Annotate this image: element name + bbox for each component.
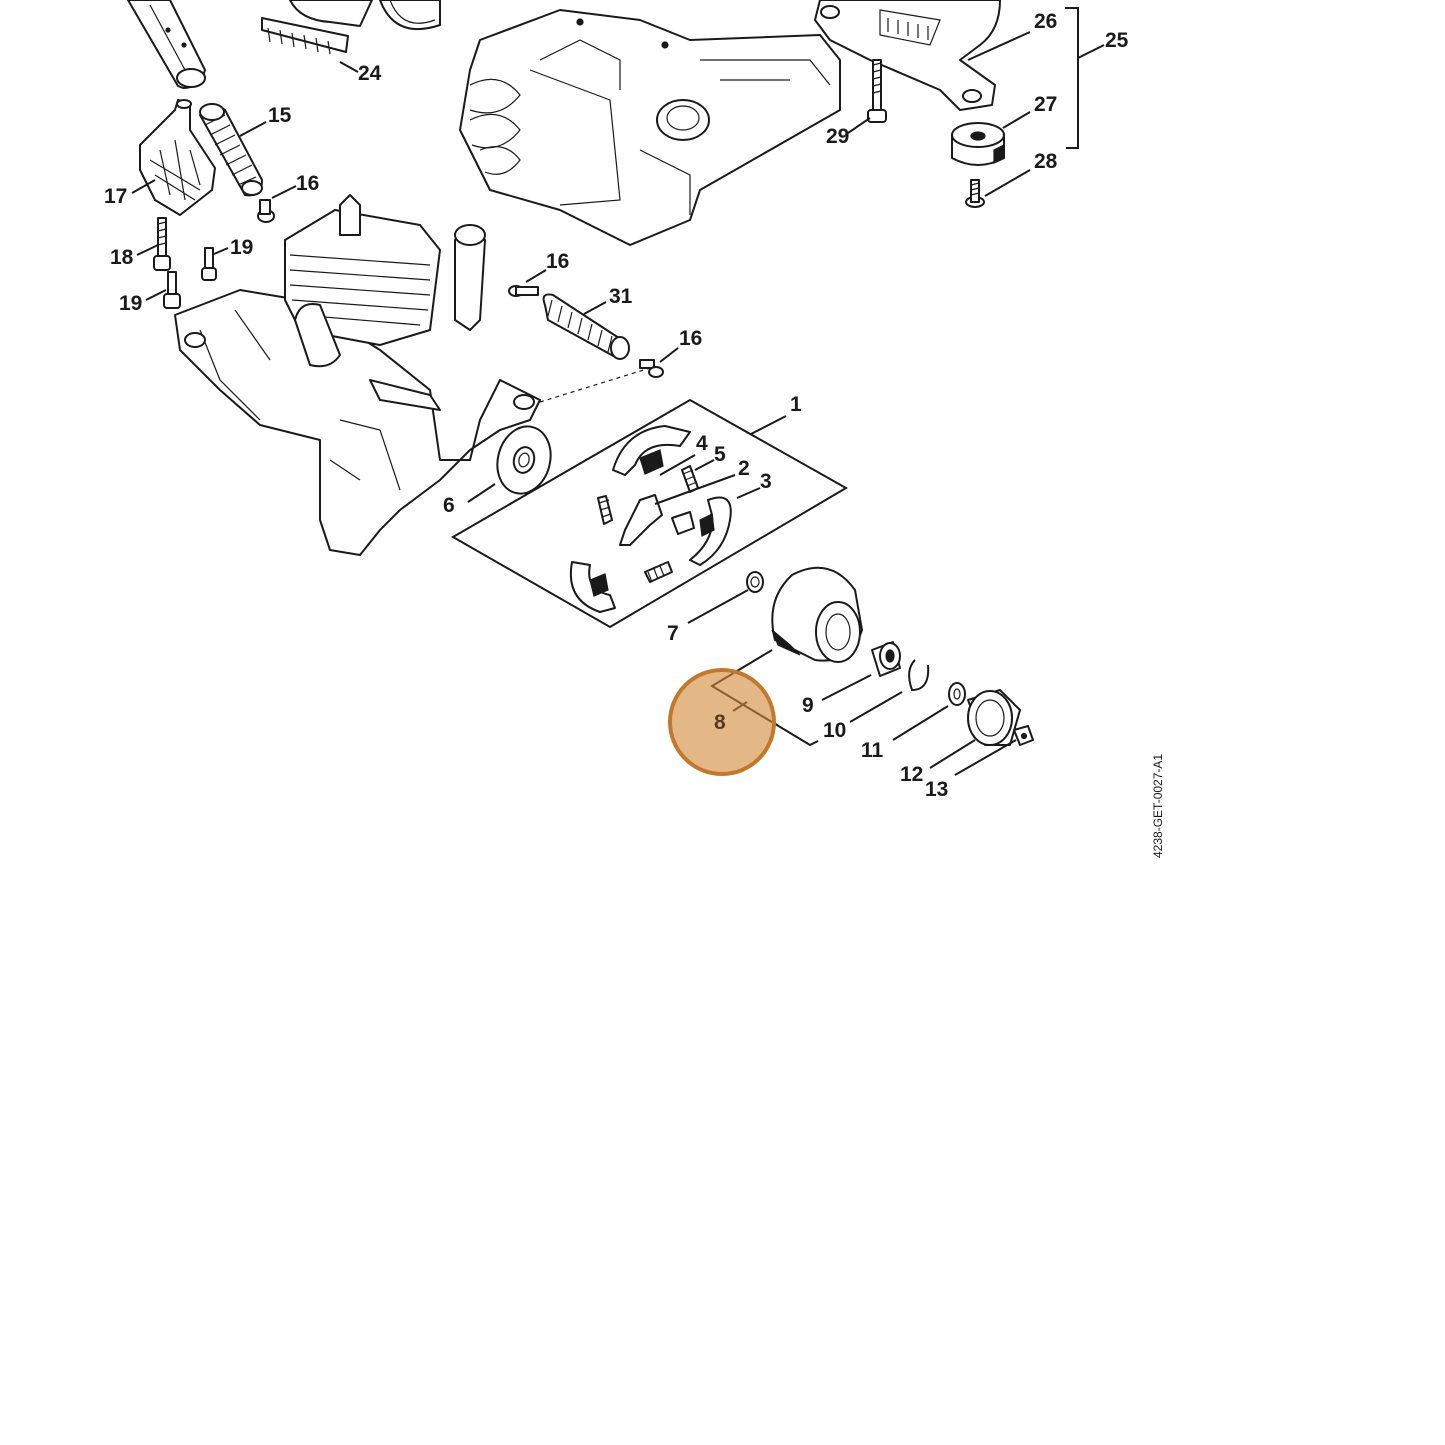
callout-12[interactable]: 12	[900, 763, 923, 786]
callout-6[interactable]: 6	[443, 494, 455, 517]
drawing-code-text: 4238-GET-0027-A1	[1151, 754, 1165, 858]
leader-lines	[131, 7, 1105, 776]
part-16-drawing	[257, 199, 275, 223]
assembly-dashed-line	[539, 367, 651, 403]
part-28-drawing	[965, 179, 985, 208]
hotspot-circle[interactable]	[668, 668, 776, 776]
callout-8[interactable]: 8	[714, 711, 726, 734]
callout-13[interactable]: 13	[925, 778, 948, 801]
callout-18[interactable]: 18	[110, 246, 134, 269]
part-12-drawing	[967, 689, 1021, 746]
callout-27[interactable]: 27	[1034, 93, 1057, 116]
drawing-code-label: 4238-GET-0027-A1	[1151, 754, 1165, 858]
callout-7[interactable]: 7	[667, 622, 679, 645]
callout-16[interactable]: 16	[296, 172, 319, 195]
part-9-drawing	[871, 641, 901, 677]
callout-16[interactable]: 16	[546, 250, 569, 273]
part-16b-drawing	[508, 285, 539, 297]
housing-part	[459, 9, 841, 246]
callout-2[interactable]: 2	[738, 457, 750, 480]
clutch-group-box	[450, 398, 849, 629]
callout-labels: 24 15 17 16 18 19 19 16 31 16 29 26 25 2…	[104, 10, 1129, 801]
part-19-drawing	[163, 247, 217, 309]
callout-24[interactable]: 24	[358, 62, 382, 85]
part-6-drawing	[496, 425, 552, 495]
callout-19[interactable]: 19	[119, 292, 142, 315]
callout-9[interactable]: 9	[802, 694, 814, 717]
clutch-components-drawing	[569, 425, 732, 613]
callout-26[interactable]: 26	[1034, 10, 1057, 33]
callout-10[interactable]: 10	[823, 719, 846, 742]
callout-15[interactable]: 15	[268, 104, 292, 127]
callout-11[interactable]: 11	[861, 739, 884, 762]
engine-assembly-part	[174, 194, 541, 556]
part-10-drawing	[908, 659, 930, 692]
part-27-drawing	[951, 122, 1005, 166]
part-18-drawing	[153, 217, 171, 271]
handle-tube-part	[127, 0, 206, 89]
callout-17[interactable]: 17	[104, 185, 127, 208]
part-15-drawing	[199, 103, 263, 197]
callout-3[interactable]: 3	[760, 470, 772, 493]
part-29-drawing	[867, 59, 887, 123]
callout-4[interactable]: 4	[696, 432, 708, 455]
part-17-drawing	[139, 99, 216, 216]
callout-29[interactable]: 29	[826, 125, 849, 148]
part-24-drawing	[261, 0, 441, 55]
clutch-drum-part	[771, 566, 863, 663]
callout-31[interactable]: 31	[609, 285, 633, 308]
callout-1[interactable]: 1	[790, 393, 802, 416]
callout-5[interactable]: 5	[714, 443, 726, 466]
part-31-drawing	[542, 293, 630, 360]
part-26-drawing	[814, 0, 1001, 111]
part-7-drawing	[746, 571, 764, 593]
selected-part-hotspot[interactable]: 8	[668, 668, 776, 776]
part-16c-drawing	[639, 359, 664, 378]
callout-25[interactable]: 25	[1105, 29, 1129, 52]
callout-16[interactable]: 16	[679, 327, 702, 350]
callout-28[interactable]: 28	[1034, 150, 1058, 173]
part-11-drawing	[948, 682, 966, 706]
part-13-drawing	[1013, 725, 1034, 746]
callout-19[interactable]: 19	[230, 236, 253, 259]
